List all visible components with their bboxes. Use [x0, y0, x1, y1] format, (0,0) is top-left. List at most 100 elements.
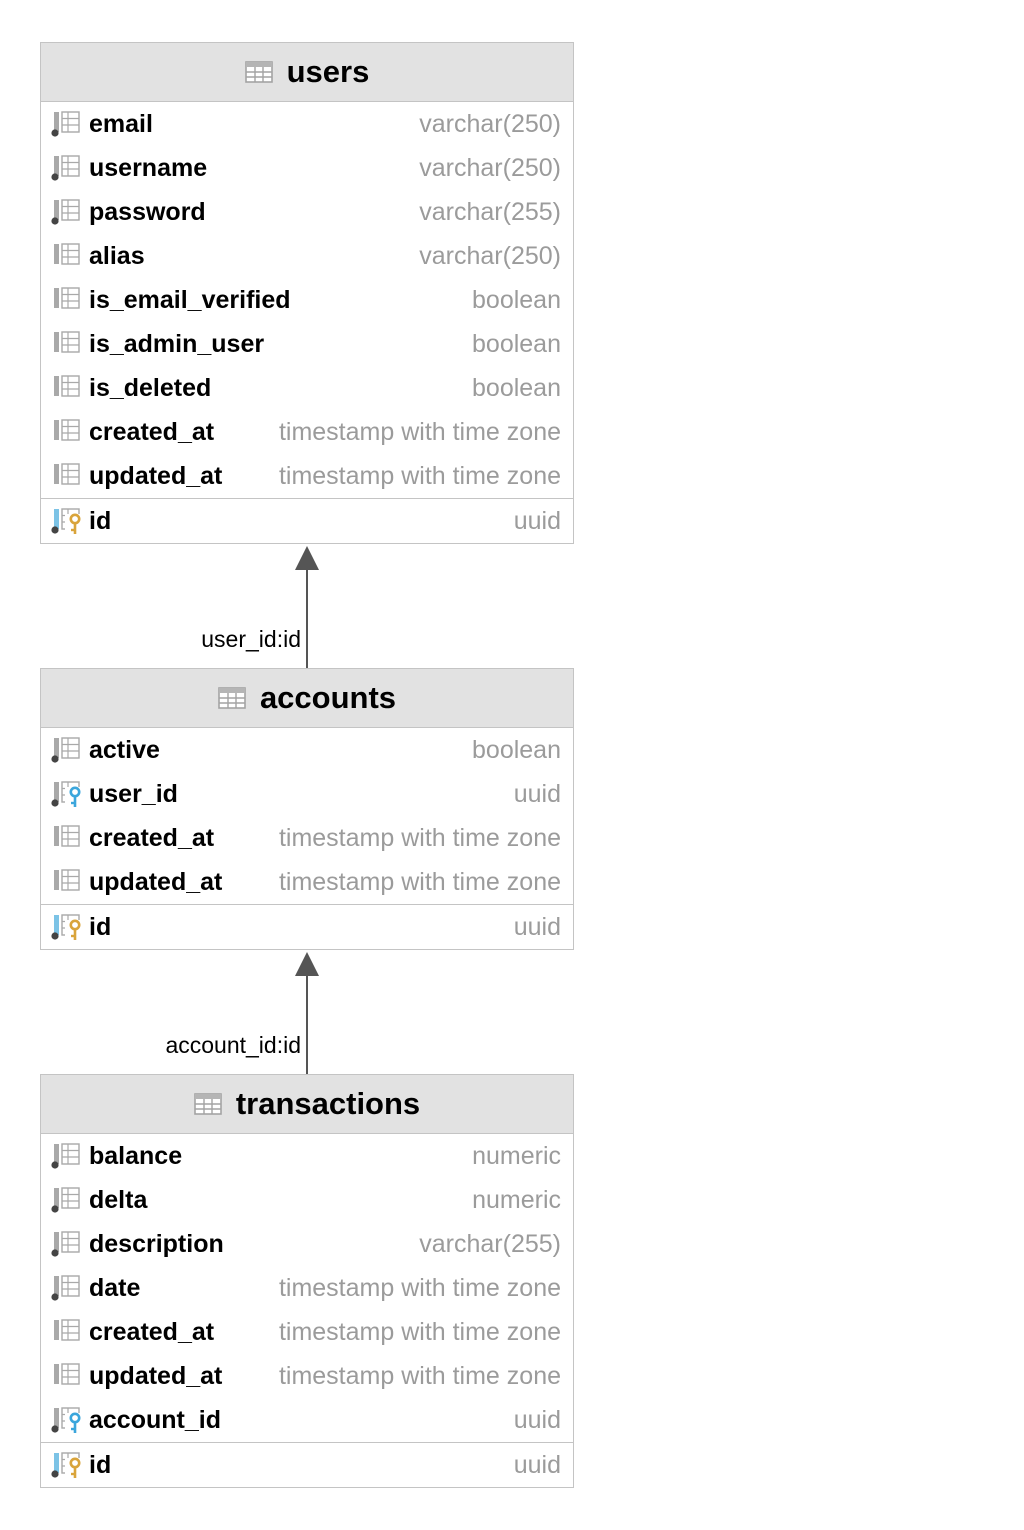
entity-title: transactions [235, 1086, 421, 1121]
column-indexed-icon [51, 1273, 83, 1303]
foreign-key-icon [51, 1405, 83, 1435]
column-row[interactable]: is_admin_user boolean [41, 322, 573, 366]
primary-key-row[interactable]: id uuid [41, 498, 573, 543]
column-type: uuid [513, 1405, 561, 1434]
column-indexed-icon [51, 197, 83, 227]
column-row[interactable]: created_at timestamp with time zone [41, 816, 573, 860]
relation-accounts-users [295, 546, 319, 668]
column-type: varchar(250) [419, 153, 561, 182]
column-type: boolean [472, 735, 561, 764]
column-icon [51, 461, 83, 491]
column-row[interactable]: active boolean [41, 728, 573, 772]
column-name: user_id [89, 779, 178, 808]
column-name: is_admin_user [89, 329, 265, 358]
column-row[interactable]: created_at timestamp with time zone [41, 1310, 573, 1354]
column-name: created_at [89, 417, 215, 446]
primary-key-icon [51, 506, 83, 536]
column-name: alias [89, 241, 145, 270]
column-type: timestamp with time zone [278, 823, 561, 852]
column-indexed-icon [51, 153, 83, 183]
relation-transactions-accounts [295, 952, 319, 1074]
column-type: timestamp with time zone [278, 1317, 561, 1346]
entity-header[interactable]: transactions [41, 1075, 573, 1134]
column-name: delta [89, 1185, 148, 1214]
column-icon [51, 867, 83, 897]
column-indexed-icon [51, 1229, 83, 1259]
column-name: is_deleted [89, 373, 212, 402]
column-name: description [89, 1229, 224, 1258]
column-name: id [89, 1450, 112, 1479]
column-indexed-icon [51, 1141, 83, 1171]
column-type: uuid [513, 779, 561, 808]
table-icon [244, 61, 273, 83]
column-type: timestamp with time zone [278, 417, 561, 446]
column-row[interactable]: created_at timestamp with time zone [41, 410, 573, 454]
column-icon [51, 1361, 83, 1391]
foreign-key-icon [51, 779, 83, 809]
column-name: created_at [89, 1317, 215, 1346]
entity-title: accounts [259, 680, 397, 715]
column-type: varchar(255) [419, 1229, 561, 1258]
column-row[interactable]: alias varchar(250) [41, 234, 573, 278]
column-indexed-icon [51, 109, 83, 139]
column-name: date [89, 1273, 141, 1302]
column-type: timestamp with time zone [278, 1273, 561, 1302]
column-row[interactable]: updated_at timestamp with time zone [41, 454, 573, 498]
column-icon [51, 285, 83, 315]
column-name: created_at [89, 823, 215, 852]
table-icon [218, 687, 246, 709]
column-type: boolean [472, 329, 561, 358]
column-name: updated_at [89, 1361, 223, 1390]
column-name: balance [89, 1141, 183, 1170]
column-row[interactable]: is_email_verified boolean [41, 278, 573, 322]
column-row[interactable]: date timestamp with time zone [41, 1266, 573, 1310]
column-type: timestamp with time zone [278, 867, 561, 896]
column-type: boolean [472, 285, 561, 314]
column-name: id [89, 506, 112, 535]
column-type: varchar(250) [419, 241, 561, 270]
entity-title: users [286, 54, 370, 89]
column-icon [51, 241, 83, 271]
column-row[interactable]: updated_at timestamp with time zone [41, 1354, 573, 1398]
column-type: timestamp with time zone [278, 1361, 561, 1390]
arrowhead-icon [295, 546, 319, 570]
column-row[interactable]: is_deleted boolean [41, 366, 573, 410]
column-row[interactable]: description varchar(255) [41, 1222, 573, 1266]
column-icon [51, 373, 83, 403]
column-name: active [89, 735, 160, 764]
relation-label-user-id: user_id:id [201, 626, 301, 652]
column-name: updated_at [89, 867, 223, 896]
column-row[interactable]: user_id uuid [41, 772, 573, 816]
column-indexed-icon [51, 735, 83, 765]
column-type: boolean [472, 373, 561, 402]
column-type: uuid [513, 506, 561, 535]
column-name: updated_at [89, 461, 223, 490]
column-icon [51, 823, 83, 853]
table-icon [194, 1093, 222, 1115]
entity-header[interactable]: accounts [41, 669, 573, 728]
primary-key-row[interactable]: id uuid [41, 904, 573, 949]
column-name: id [89, 912, 112, 941]
column-name: is_email_verified [89, 285, 291, 314]
column-type: timestamp with time zone [278, 461, 561, 490]
column-row[interactable]: updated_at timestamp with time zone [41, 860, 573, 904]
relation-label-account-id: account_id:id [165, 1032, 301, 1058]
arrowhead-icon [295, 952, 319, 976]
column-icon [51, 417, 83, 447]
column-icon [51, 329, 83, 359]
column-type: uuid [513, 912, 561, 941]
entity-header[interactable]: users [41, 43, 573, 102]
column-icon [51, 1317, 83, 1347]
column-name: email [89, 109, 153, 138]
